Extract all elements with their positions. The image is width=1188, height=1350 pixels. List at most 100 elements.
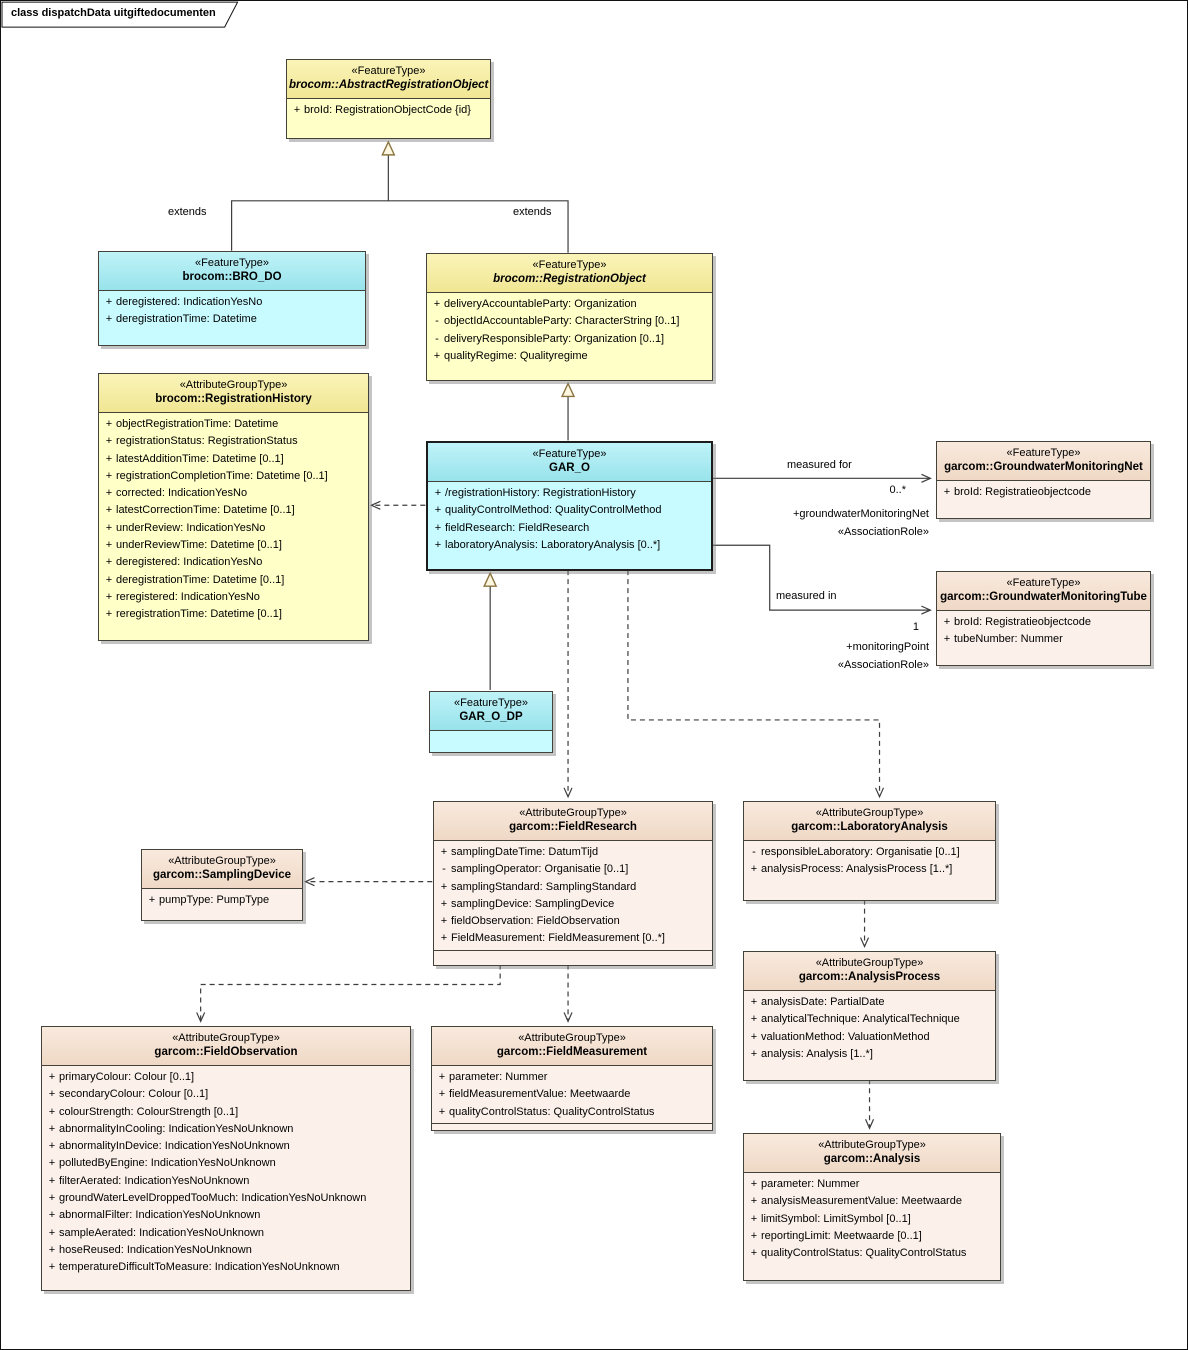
attribute-text: analysisDate: PartialDate: [761, 996, 885, 1008]
visibility: -: [442, 863, 446, 876]
attribute-text: underReview: IndicationYesNo: [116, 521, 266, 534]
attribute-text: qualityControlStatus: QualityControlStat…: [761, 1247, 967, 1260]
visibility: +: [750, 1178, 758, 1190]
attribute-row: +broId: Registratieobjectcode: [937, 614, 1150, 631]
attribute-compartment: +parameter: Nummer+fieldMeasurementValue…: [432, 1066, 712, 1124]
attribute-text: qualityControlMethod: QualityControlMeth…: [445, 504, 662, 517]
visibility: +: [440, 932, 448, 945]
class-header: «FeatureType» GAR_O: [428, 443, 711, 482]
attribute-row: +deregistered: IndicationYesNo: [99, 294, 365, 311]
attribute-compartment: +deregistered: IndicationYesNo+deregistr…: [99, 291, 365, 331]
frame-tab: [1, 1, 239, 28]
attribute-text: qualityRegime: Qualityregime: [444, 349, 588, 362]
stereotype-label: «AttributeGroupType»: [815, 957, 924, 969]
attribute-row: +qualityControlStatus: QualityControlSta…: [432, 1104, 712, 1121]
class-name: GAR_O_DP: [459, 711, 523, 723]
attribute-row: -samplingOperator: Organisatie [0..1]: [434, 861, 712, 878]
attribute-text: corrected: IndicationYesNo: [116, 487, 248, 500]
class-header: «AttributeGroupType» garcom::FieldMeasur…: [432, 1027, 712, 1066]
attribute-text: registrationStatus: RegistrationStatus: [116, 435, 298, 448]
visibility: +: [750, 1247, 758, 1260]
dependency-garo-laboratoryanalysis: [627, 570, 885, 799]
class-groundwatermonitoringnet: «FeatureType» garcom::GroundwaterMonitor…: [936, 441, 1151, 519]
visibility: +: [440, 897, 448, 910]
attribute-row: +fieldObservation: FieldObservation: [434, 913, 712, 930]
attribute-row: +analysis: Analysis [1..*]: [744, 1046, 995, 1063]
class-laboratoryanalysis: «AttributeGroupType» garcom::LaboratoryA…: [743, 801, 996, 901]
attribute-text: deregistered: IndicationYesNo: [116, 556, 263, 569]
attribute-text: samplingDevice: SamplingDevice: [451, 897, 615, 910]
attribute-row: +qualityControlStatus: QualityControlSta…: [744, 1245, 1000, 1262]
measured-in-label: measured in: [776, 590, 837, 602]
attribute-row: +fieldResearch: FieldResearch: [428, 520, 711, 537]
stereotype-label: «FeatureType»: [351, 65, 426, 77]
attribute-row: +samplingStandard: SamplingStandard: [434, 879, 712, 896]
visibility: +: [105, 539, 113, 552]
attribute-text: responsibleLaboratory: Organisatie [0..1…: [761, 846, 960, 858]
visibility: -: [435, 332, 439, 345]
attribute-text: reregistrationTime: Datetime [0..1]: [116, 608, 282, 621]
attribute-text: fieldResearch: FieldResearch: [445, 521, 590, 534]
attribute-text: reportingLimit: Meetwaarde [0..1]: [761, 1229, 922, 1242]
stereotype-label: «FeatureType»: [195, 257, 269, 269]
attribute-compartment: +analysisDate: PartialDate+analyticalTec…: [744, 991, 995, 1065]
attribute-text: objectIdAccountableParty: CharacterStrin…: [444, 315, 680, 328]
attribute-text: limitSymbol: LimitSymbol [0..1]: [761, 1212, 911, 1225]
attribute-text: temperatureDifficultToMeasure: Indicatio…: [59, 1261, 340, 1274]
visibility: +: [105, 590, 113, 603]
visibility: +: [105, 504, 113, 517]
attribute-row: -responsibleLaboratory: Organisatie [0..…: [744, 844, 995, 861]
visibility: +: [293, 104, 301, 116]
visibility: +: [750, 1047, 758, 1060]
attribute-row: +samplingDateTime: DatumTijd: [434, 844, 712, 861]
stereotype-label: «FeatureType»: [1006, 577, 1081, 589]
class-name: garcom::FieldMeasurement: [496, 1046, 648, 1058]
attribute-compartment: -responsibleLaboratory: Organisatie [0..…: [744, 841, 995, 881]
class-name: garcom::LaboratoryAnalysis: [791, 821, 948, 833]
attribute-row: +deregistered: IndicationYesNo: [99, 554, 368, 571]
attribute-row: +deregistrationTime: Datetime [0..1]: [99, 572, 368, 589]
stereotype-label: «AttributeGroupType»: [818, 1139, 926, 1151]
attribute-row: +colourStrength: ColourStrength [0..1]: [42, 1104, 410, 1121]
attribute-row: +pumpType: PumpType: [142, 892, 302, 909]
attribute-text: analysisProcess: AnalysisProcess [1..*]: [761, 863, 953, 876]
attribute-text: pumpType: PumpType: [159, 894, 270, 906]
class-analysisprocess: «AttributeGroupType» garcom::AnalysisPro…: [743, 951, 996, 1081]
attribute-text: samplingStandard: SamplingStandard: [451, 880, 637, 893]
class-header: «FeatureType» brocom::BRO_DO: [99, 252, 365, 291]
class-samplingdevice: «AttributeGroupType» garcom::SamplingDev…: [141, 849, 303, 921]
attribute-row: +underReview: IndicationYesNo: [99, 520, 368, 537]
tube-multiplicity-label: 1: [912, 621, 919, 633]
attribute-row: +abnormalityInCooling: IndicationYesNoUn…: [42, 1121, 410, 1138]
attribute-compartment: +samplingDateTime: DatumTijd-samplingOpe…: [434, 841, 712, 951]
attribute-text: /registrationHistory: RegistrationHistor…: [445, 487, 636, 499]
class-header: «FeatureType» brocom::AbstractRegistrati…: [287, 60, 490, 99]
visibility: +: [48, 1226, 56, 1239]
attribute-row: +parameter: Nummer: [432, 1069, 712, 1086]
visibility: +: [105, 313, 113, 326]
attribute-row: +latestCorrectionTime: Datetime [0..1]: [99, 502, 368, 519]
class-name: garcom::GroundwaterMonitoringTube: [940, 591, 1147, 603]
attribute-text: deregistrationTime: Datetime [0..1]: [116, 573, 285, 586]
class-header: «AttributeGroupType» garcom::FieldResear…: [434, 802, 712, 841]
attribute-text: objectRegistrationTime: Datetime: [116, 418, 279, 430]
visibility: +: [434, 487, 442, 499]
visibility: +: [434, 521, 442, 534]
visibility: +: [48, 1261, 56, 1274]
attribute-text: abnormalityInCooling: IndicationYesNoUnk…: [59, 1122, 294, 1135]
extends-label-right: extends: [513, 206, 552, 218]
attribute-row: +registrationStatus: RegistrationStatus: [99, 433, 368, 450]
visibility: +: [434, 538, 442, 551]
tube-associationrole-label: «AssociationRole»: [837, 659, 929, 671]
attribute-compartment: +parameter: Nummer+analysisMeasurementVa…: [744, 1173, 1000, 1264]
attribute-compartment: +deliveryAccountableParty: Organization-…: [427, 293, 712, 367]
attribute-text: sampleAerated: IndicationYesNoUnknown: [59, 1226, 265, 1239]
attribute-row: +qualityControlMethod: QualityControlMet…: [428, 502, 711, 519]
class-header: «AttributeGroupType» garcom::SamplingDev…: [142, 850, 302, 889]
attribute-row: +samplingDevice: SamplingDevice: [434, 896, 712, 913]
visibility: +: [440, 915, 448, 928]
class-header: «AttributeGroupType» garcom::Analysis: [744, 1134, 1000, 1173]
stereotype-label: «FeatureType»: [1006, 447, 1081, 459]
class-groundwatermonitoringtube: «FeatureType» garcom::GroundwaterMonitor…: [936, 571, 1151, 666]
attribute-text: pollutedByEngine: IndicationYesNoUnknown: [59, 1157, 276, 1170]
